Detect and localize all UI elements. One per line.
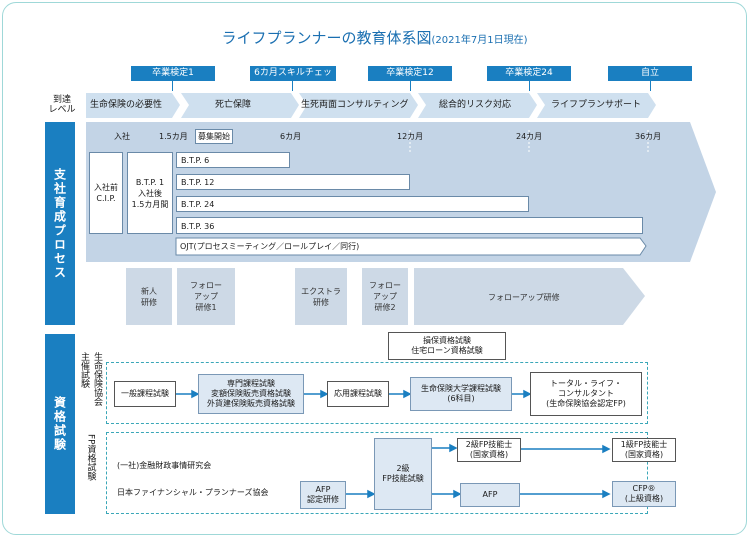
cfp-cert: CFP® (上級資格) bbox=[612, 481, 676, 507]
prejoin-cip: 入社前 C.I.P. bbox=[89, 152, 123, 234]
afp-training: AFP 認定研修 bbox=[300, 481, 346, 509]
btp-6: B.T.P. 6 bbox=[176, 152, 290, 168]
btp-36: B.T.P. 36 bbox=[176, 217, 643, 234]
level-band-1 bbox=[86, 93, 180, 118]
milestone-3: 卒業検定12 bbox=[368, 66, 452, 81]
tl-1-5: 1.5カ月 bbox=[159, 132, 188, 141]
tl-36m: 36カ月 bbox=[635, 132, 662, 141]
milestone-tick bbox=[650, 81, 651, 91]
fp1-license: 1級FP技能士 (国家資格) bbox=[612, 438, 676, 462]
title-date: (2021年7月1日現在) bbox=[431, 35, 528, 46]
milestone-tick bbox=[410, 81, 411, 91]
followup-arrow bbox=[414, 268, 645, 325]
exam-general: 一般課程試験 bbox=[114, 381, 176, 407]
btp-24: B.T.P. 24 bbox=[176, 196, 529, 212]
fp2-license: 2級FP技能士 (国家資格) bbox=[457, 438, 521, 462]
milestone-1: 卒業検定1 bbox=[131, 66, 215, 81]
life-org-label: 生命保険協会 主催試験 bbox=[79, 352, 102, 406]
tl-boshu: 募集開始 bbox=[195, 129, 233, 144]
fp-org-jafp: 日本ファイナンシャル・プランナーズ協会 bbox=[117, 488, 269, 497]
fp-org-kinzai: (一社)金融財政事情研究会 bbox=[117, 461, 212, 470]
milestone-tick bbox=[529, 81, 530, 91]
page-title: ライフプランナーの教育体系図(2021年7月1日現在) bbox=[0, 27, 749, 48]
tl-nyusha: 入社 bbox=[114, 132, 130, 141]
level-4: 総合的リスク対応 bbox=[439, 100, 512, 110]
level-5: ライフプランサポート bbox=[551, 100, 642, 110]
title-text: ライフプランナーの教育体系図 bbox=[221, 29, 432, 47]
training-extra: エクストラ 研修 bbox=[295, 268, 347, 325]
level-band-2 bbox=[181, 93, 299, 118]
level-band-5 bbox=[537, 93, 656, 118]
btp-12: B.T.P. 12 bbox=[176, 174, 410, 190]
ojt-label: OJT(プロセスミーティング／ロールプレイ／同行) bbox=[180, 242, 360, 251]
section-process-label: 支社育成プロセス bbox=[45, 122, 75, 325]
training-new: 新人 研修 bbox=[126, 268, 172, 325]
training-followup: フォローアップ研修 bbox=[488, 293, 560, 302]
training-followup-2: フォロー アップ 研修2 bbox=[362, 268, 408, 325]
level-1: 生命保険の必要性 bbox=[90, 100, 163, 110]
tl-6m: 6カ月 bbox=[280, 132, 302, 141]
level-3: 生死両面コンサルティング bbox=[301, 100, 409, 110]
tl-24m: 24カ月 bbox=[516, 132, 543, 141]
btp-1: B.T.P. 1 入社後 1.5カ月間 bbox=[127, 152, 173, 234]
level-label: 到達レベル bbox=[48, 95, 76, 115]
level-band-4 bbox=[418, 93, 537, 118]
exam-tlc: トータル・ライフ・ コンサルタント (生命保険協会認定FP) bbox=[530, 372, 642, 416]
milestone-4: 卒業検定24 bbox=[487, 66, 571, 81]
level-2: 死亡保障 bbox=[215, 100, 252, 110]
level-band-3 bbox=[299, 93, 418, 118]
afp-cert: AFP bbox=[460, 483, 520, 507]
exam-applied: 応用課程試験 bbox=[327, 381, 389, 407]
sonpo-exams: 損保資格試験 住宅ローン資格試験 bbox=[388, 332, 506, 360]
tl-12m: 12カ月 bbox=[397, 132, 424, 141]
milestone-5: 自立 bbox=[608, 66, 692, 81]
milestone-tick bbox=[292, 81, 293, 91]
fp-org-label: FP資格試験 bbox=[85, 434, 96, 481]
fp2-exam: 2級 FP技能試験 bbox=[374, 438, 432, 510]
training-followup-1: フォロー アップ 研修1 bbox=[177, 268, 235, 325]
exam-specialty: 専門課程試験 変額保険販売資格試験 外貨建保険販売資格試験 bbox=[198, 374, 304, 414]
milestone-tick bbox=[172, 81, 173, 91]
fp-exam-group bbox=[106, 432, 648, 514]
life-exam-group bbox=[106, 362, 648, 424]
ojt-arrow bbox=[175, 237, 647, 256]
section-exam-label: 資格試験 bbox=[45, 334, 75, 514]
exam-university: 生命保険大学課程試験 (6科目) bbox=[410, 377, 512, 411]
